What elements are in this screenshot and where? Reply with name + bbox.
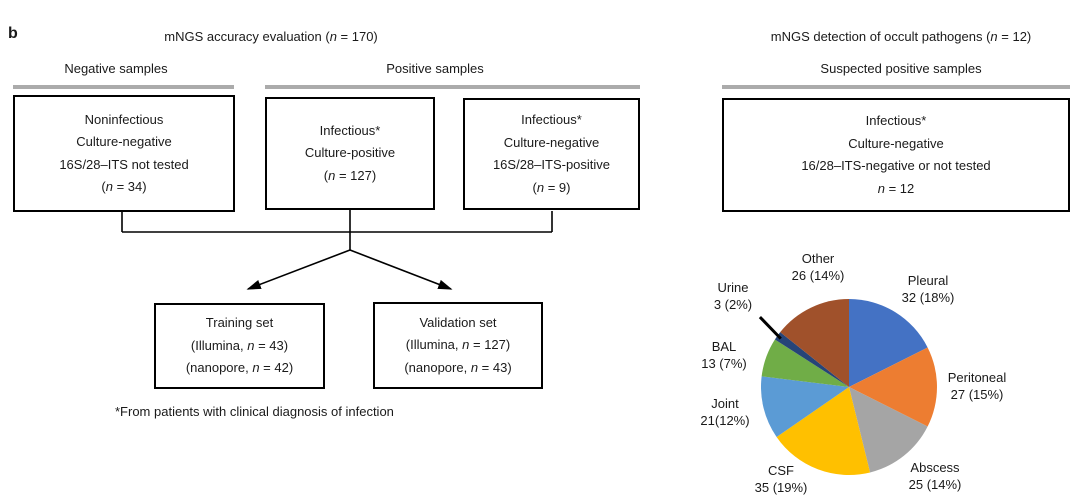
pie-label-name: Other bbox=[801, 251, 835, 266]
box-line: (n = 9) bbox=[532, 179, 571, 195]
box-line: Training set bbox=[205, 315, 274, 331]
negative-samples-divider bbox=[13, 85, 234, 89]
footnote: *From patients with clinical diagnosis o… bbox=[115, 404, 394, 419]
box-line: (nanopore, n = 42) bbox=[185, 360, 294, 376]
pie-slice-abscess bbox=[849, 387, 928, 473]
accuracy-title: mNGS accuracy evaluation (n = 170) bbox=[164, 29, 378, 44]
box-line: (n = 127) bbox=[323, 167, 377, 183]
pie-slice-peritoneal bbox=[849, 347, 937, 427]
box-line: Infectious* bbox=[521, 112, 582, 127]
pie-slice-other bbox=[780, 299, 849, 387]
box-line: Validation set bbox=[419, 314, 497, 330]
flowchart-connector-lines bbox=[121, 210, 553, 290]
box-line: Infectious* bbox=[319, 122, 381, 138]
box-line: (Illumina, n = 127) bbox=[405, 337, 511, 353]
box-line: 16/28–ITS-negative or not tested bbox=[801, 158, 991, 173]
pie-label-name: CSF bbox=[768, 463, 794, 478]
box-noninfectious: Noninfectious Culture-negative 16S/28–IT… bbox=[13, 95, 235, 212]
box-culture-positive: Infectious* Culture-positive (n = 127) bbox=[265, 97, 435, 210]
suspected-positive-header: Suspected positive samples bbox=[820, 61, 982, 76]
pie-label-bal: BAL 13 (7%) bbox=[654, 338, 794, 372]
pie-label-value: 26 (14%) bbox=[791, 268, 845, 283]
box-line: (n = 34) bbox=[101, 179, 147, 194]
box-line: 16S/28–ITS not tested bbox=[59, 156, 189, 172]
box-line: Culture-negative bbox=[848, 135, 944, 151]
pie-label-value: 35 (19%) bbox=[754, 480, 808, 495]
positive-samples-header: Positive samples bbox=[386, 61, 484, 76]
pie-slice-joint bbox=[761, 376, 849, 437]
pie-label-csf: CSF 35 (19%) bbox=[711, 462, 851, 496]
pie-label-value: 21(12%) bbox=[700, 413, 750, 428]
box-occult-samples: Infectious* Culture-negative 16/28–ITS-n… bbox=[722, 98, 1070, 212]
box-line: Culture-negative bbox=[503, 134, 600, 150]
pie-label-name: Pleural bbox=[907, 273, 949, 288]
pie-label-other: Other 26 (14%) bbox=[748, 250, 888, 284]
pie-label-name: Abscess bbox=[910, 460, 960, 475]
pie-label-name: Joint bbox=[711, 396, 739, 411]
pie-label-value: 25 (14%) bbox=[908, 477, 962, 492]
pie-label-name: Peritoneal bbox=[947, 370, 1007, 385]
sample-type-pie-chart bbox=[761, 299, 937, 475]
pie-label-name: BAL bbox=[711, 339, 737, 354]
panel-label: b bbox=[8, 25, 18, 42]
box-its-positive: Infectious* Culture-negative 16S/28–ITS-… bbox=[463, 98, 640, 210]
occult-title: mNGS detection of occult pathogens (n = … bbox=[770, 29, 1032, 44]
box-line: Culture-positive bbox=[304, 145, 396, 161]
positive-samples-divider bbox=[265, 85, 640, 89]
pie-label-value: 32 (18%) bbox=[901, 290, 955, 305]
pie-label-value: 3 (2%) bbox=[713, 297, 753, 312]
pie-slice-bal bbox=[761, 339, 849, 387]
box-line: 16S/28–ITS-positive bbox=[492, 157, 611, 172]
box-line: Culture-negative bbox=[76, 134, 172, 149]
pie-label-abscess: Abscess 25 (14%) bbox=[865, 459, 1005, 493]
box-line: n = 12 bbox=[877, 180, 915, 196]
pie-label-peritoneal: Peritoneal 27 (15%) bbox=[907, 369, 1047, 403]
pie-label-name: Urine bbox=[717, 280, 749, 295]
pie-slice-urine bbox=[774, 332, 849, 387]
suspected-positive-divider bbox=[722, 85, 1070, 89]
box-line: (nanopore, n = 43) bbox=[404, 359, 512, 375]
box-line: (Illumina, n = 43) bbox=[190, 337, 289, 353]
box-line: Infectious* bbox=[865, 113, 927, 128]
pie-label-value: 13 (7%) bbox=[701, 356, 747, 371]
pie-label-joint: Joint 21(12%) bbox=[655, 395, 795, 429]
negative-samples-header: Negative samples bbox=[64, 61, 168, 76]
pie-label-urine: Urine 3 (2%) bbox=[663, 279, 803, 313]
box-validation-set: Validation set (Illumina, n = 127) (nano… bbox=[373, 302, 543, 389]
pie-slice-csf bbox=[776, 387, 871, 475]
pie-slice-pleural bbox=[849, 299, 928, 387]
box-training-set: Training set (Illumina, n = 43) (nanopor… bbox=[154, 303, 325, 389]
pie-label-pleural: Pleural 32 (18%) bbox=[858, 272, 998, 306]
box-line: Noninfectious bbox=[84, 111, 164, 127]
pie-label-value: 27 (15%) bbox=[950, 387, 1004, 402]
